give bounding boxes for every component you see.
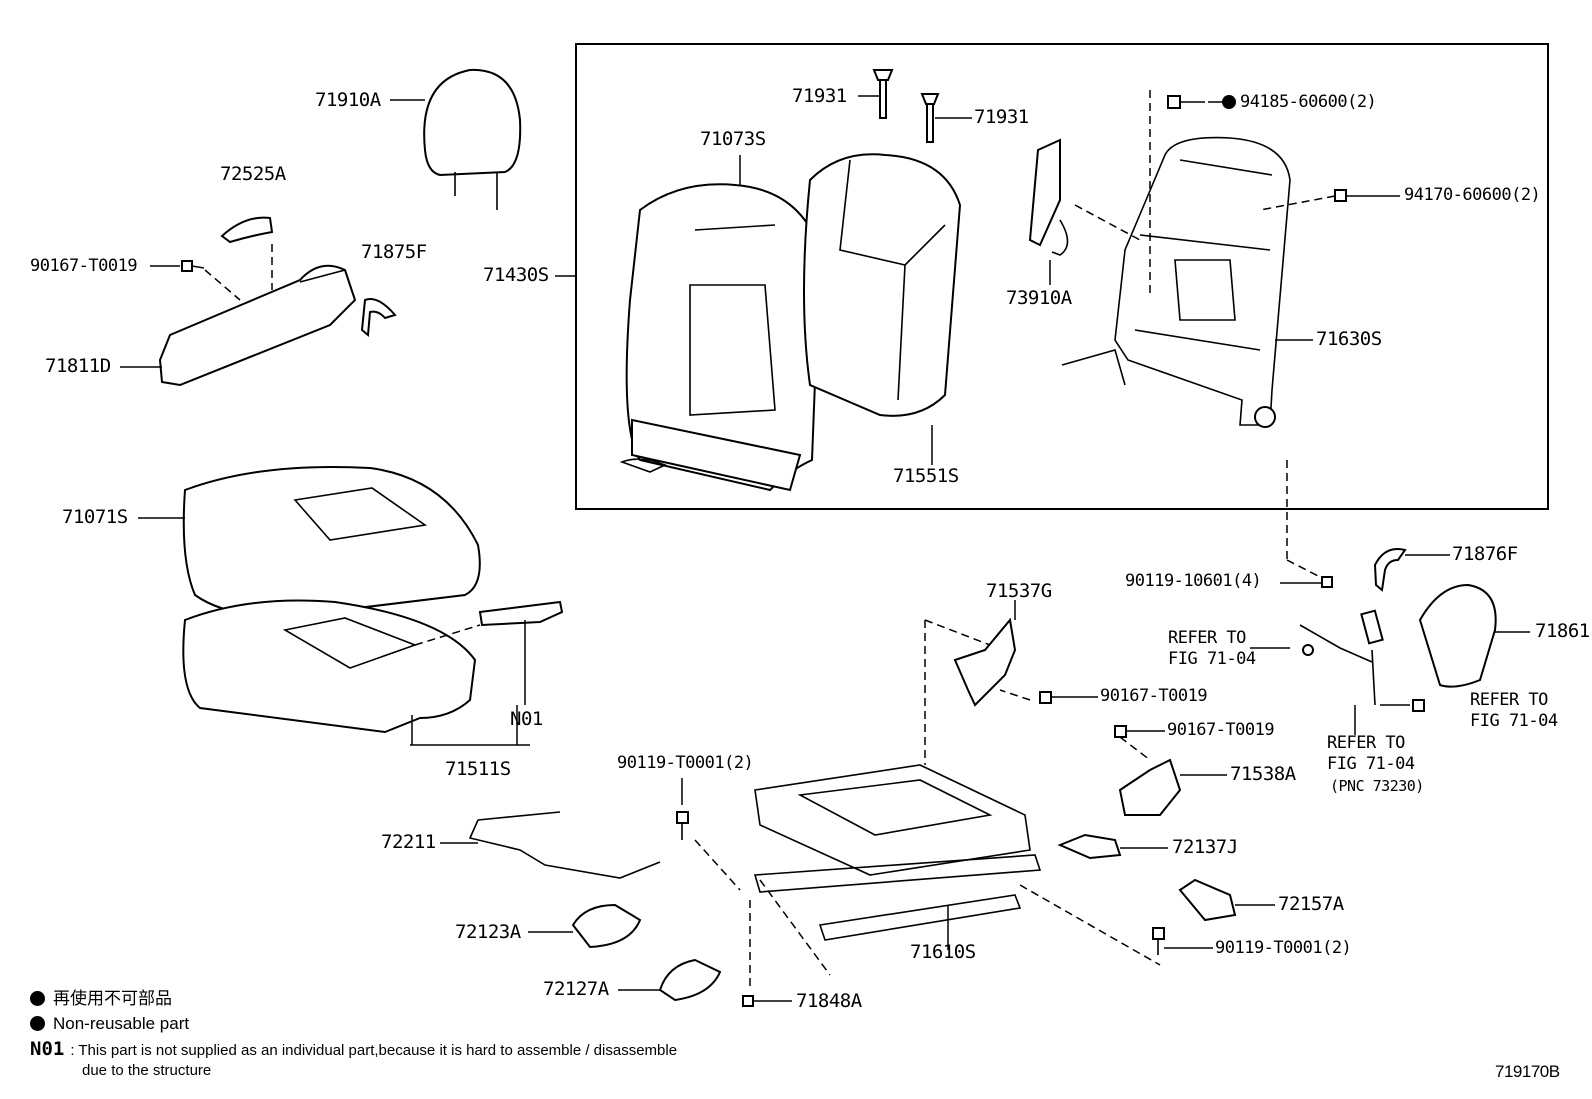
label-72137J: 72137J — [1172, 836, 1238, 858]
wire-72211 — [468, 819, 661, 879]
label-72211: 72211 — [381, 831, 436, 853]
label-71931-a: 71931 — [792, 85, 847, 107]
label-72123A: 72123A — [455, 921, 521, 943]
label-71538A: 71538A — [1230, 763, 1296, 785]
label-71630S: 71630S — [1316, 328, 1382, 350]
label-71848A: 71848A — [796, 990, 862, 1012]
screw-90167-b — [1039, 691, 1052, 704]
ref3-line2: FIG 71-04 — [1327, 754, 1415, 774]
ref3-line3: (PNC 73230) — [1330, 777, 1424, 795]
non-reusable-marker — [1222, 95, 1236, 109]
label-71551S: 71551S — [893, 465, 959, 487]
label-90167-c: 90167-T0019 — [1167, 720, 1275, 740]
label-71811D: 71811D — [45, 355, 111, 377]
label-90167-b: 90167-T0019 — [1100, 686, 1208, 706]
cushion-pad-71511S — [182, 599, 477, 734]
label-72525A: 72525A — [220, 163, 286, 185]
bolt-90119-right — [1152, 927, 1165, 940]
cover-71861 — [1418, 583, 1497, 688]
label-71876F: 71876F — [1452, 543, 1518, 565]
label-94170: 94170-60600(2) — [1404, 185, 1541, 205]
ref1-line2: FIG 71-04 — [1168, 649, 1256, 669]
label-90119-T0001-right: 90119-T0001(2) — [1215, 938, 1352, 958]
legend-n01-code: N01 — [30, 1038, 65, 1060]
bullet-icon — [30, 991, 45, 1006]
label-94185: 94185-60600(2) — [1240, 92, 1377, 112]
label-71073S: 71073S — [700, 128, 766, 150]
legend-nonreusable-en: Non-reusable part — [30, 1015, 189, 1032]
figure-id: 719170B — [1495, 1062, 1560, 1081]
label-71610S: 71610S — [910, 941, 976, 963]
buckle-assembly — [1299, 609, 1384, 706]
seatback-frame-71630S — [1061, 136, 1291, 428]
part-N01 — [478, 600, 564, 627]
nut-refer-fig — [1412, 699, 1425, 712]
cover-72157A — [1178, 878, 1237, 922]
cover-71875F — [360, 298, 397, 337]
label-71861: 71861 — [1535, 620, 1590, 642]
seatback-group-box — [575, 43, 1549, 510]
cover-72127A — [658, 958, 722, 1002]
label-72127A: 72127A — [543, 978, 609, 1000]
bolt-90119-10601 — [1321, 576, 1333, 588]
bracket-71538A — [1118, 758, 1182, 816]
bracket-71537G — [953, 617, 1017, 707]
legend-n01-note: N01 : This part is not supplied as an ind… — [30, 1040, 677, 1059]
ref1-line1: REFER TO — [1168, 628, 1246, 648]
legend-n01-text: : This part is not supplied as an indivi… — [70, 1042, 678, 1059]
label-71430S: 71430S — [483, 264, 549, 286]
bezel-shape — [220, 216, 274, 244]
label-71910A: 71910A — [315, 89, 381, 111]
label-71071S: 71071S — [62, 506, 128, 528]
label-71875F: 71875F — [361, 241, 427, 263]
headrest-support-1 — [872, 69, 894, 119]
clip-71848A — [742, 995, 754, 1007]
label-90119-T0001-left: 90119-T0001(2) — [617, 753, 754, 773]
ref2-line2: FIG 71-04 — [1470, 711, 1558, 731]
label-73910A: 73910A — [1006, 287, 1072, 309]
seat-track-71610S — [753, 620, 1042, 941]
cover-71876F — [1373, 548, 1407, 592]
label-71511S: 71511S — [445, 758, 511, 780]
cover-72123A — [571, 903, 642, 949]
bolt-90119-left — [676, 811, 689, 824]
legend-nonreusable-jp: 再使用不可部品 — [30, 990, 172, 1007]
leader-lines — [120, 95, 1530, 1002]
label-90119-10601: 90119-10601(4) — [1125, 571, 1262, 591]
label-90167-a: 90167-T0019 — [30, 256, 138, 276]
headrest-shape — [423, 68, 522, 210]
label-71537G: 71537G — [986, 580, 1052, 602]
bullet-icon — [30, 1016, 45, 1031]
screw-90167-c — [1114, 725, 1127, 738]
cushion-cover-71071S — [182, 465, 481, 617]
cover-72137J — [1057, 833, 1122, 860]
airbag-73910A — [1028, 138, 1061, 247]
screw-90167-a — [181, 260, 205, 272]
ref2-line1: REFER TO — [1470, 690, 1548, 710]
legend-n01-note-2: due to the structure — [82, 1062, 212, 1079]
label-71931-b: 71931 — [974, 106, 1029, 128]
ref3-line1: REFER TO — [1327, 733, 1405, 753]
shield-shape — [158, 264, 357, 387]
label-72157A: 72157A — [1278, 893, 1344, 915]
headrest-support-2 — [920, 93, 940, 143]
label-N01: N01 — [510, 708, 543, 730]
legend-jp-text: 再使用不可部品 — [53, 989, 172, 1008]
legend-en-text: Non-reusable part — [53, 1014, 190, 1033]
